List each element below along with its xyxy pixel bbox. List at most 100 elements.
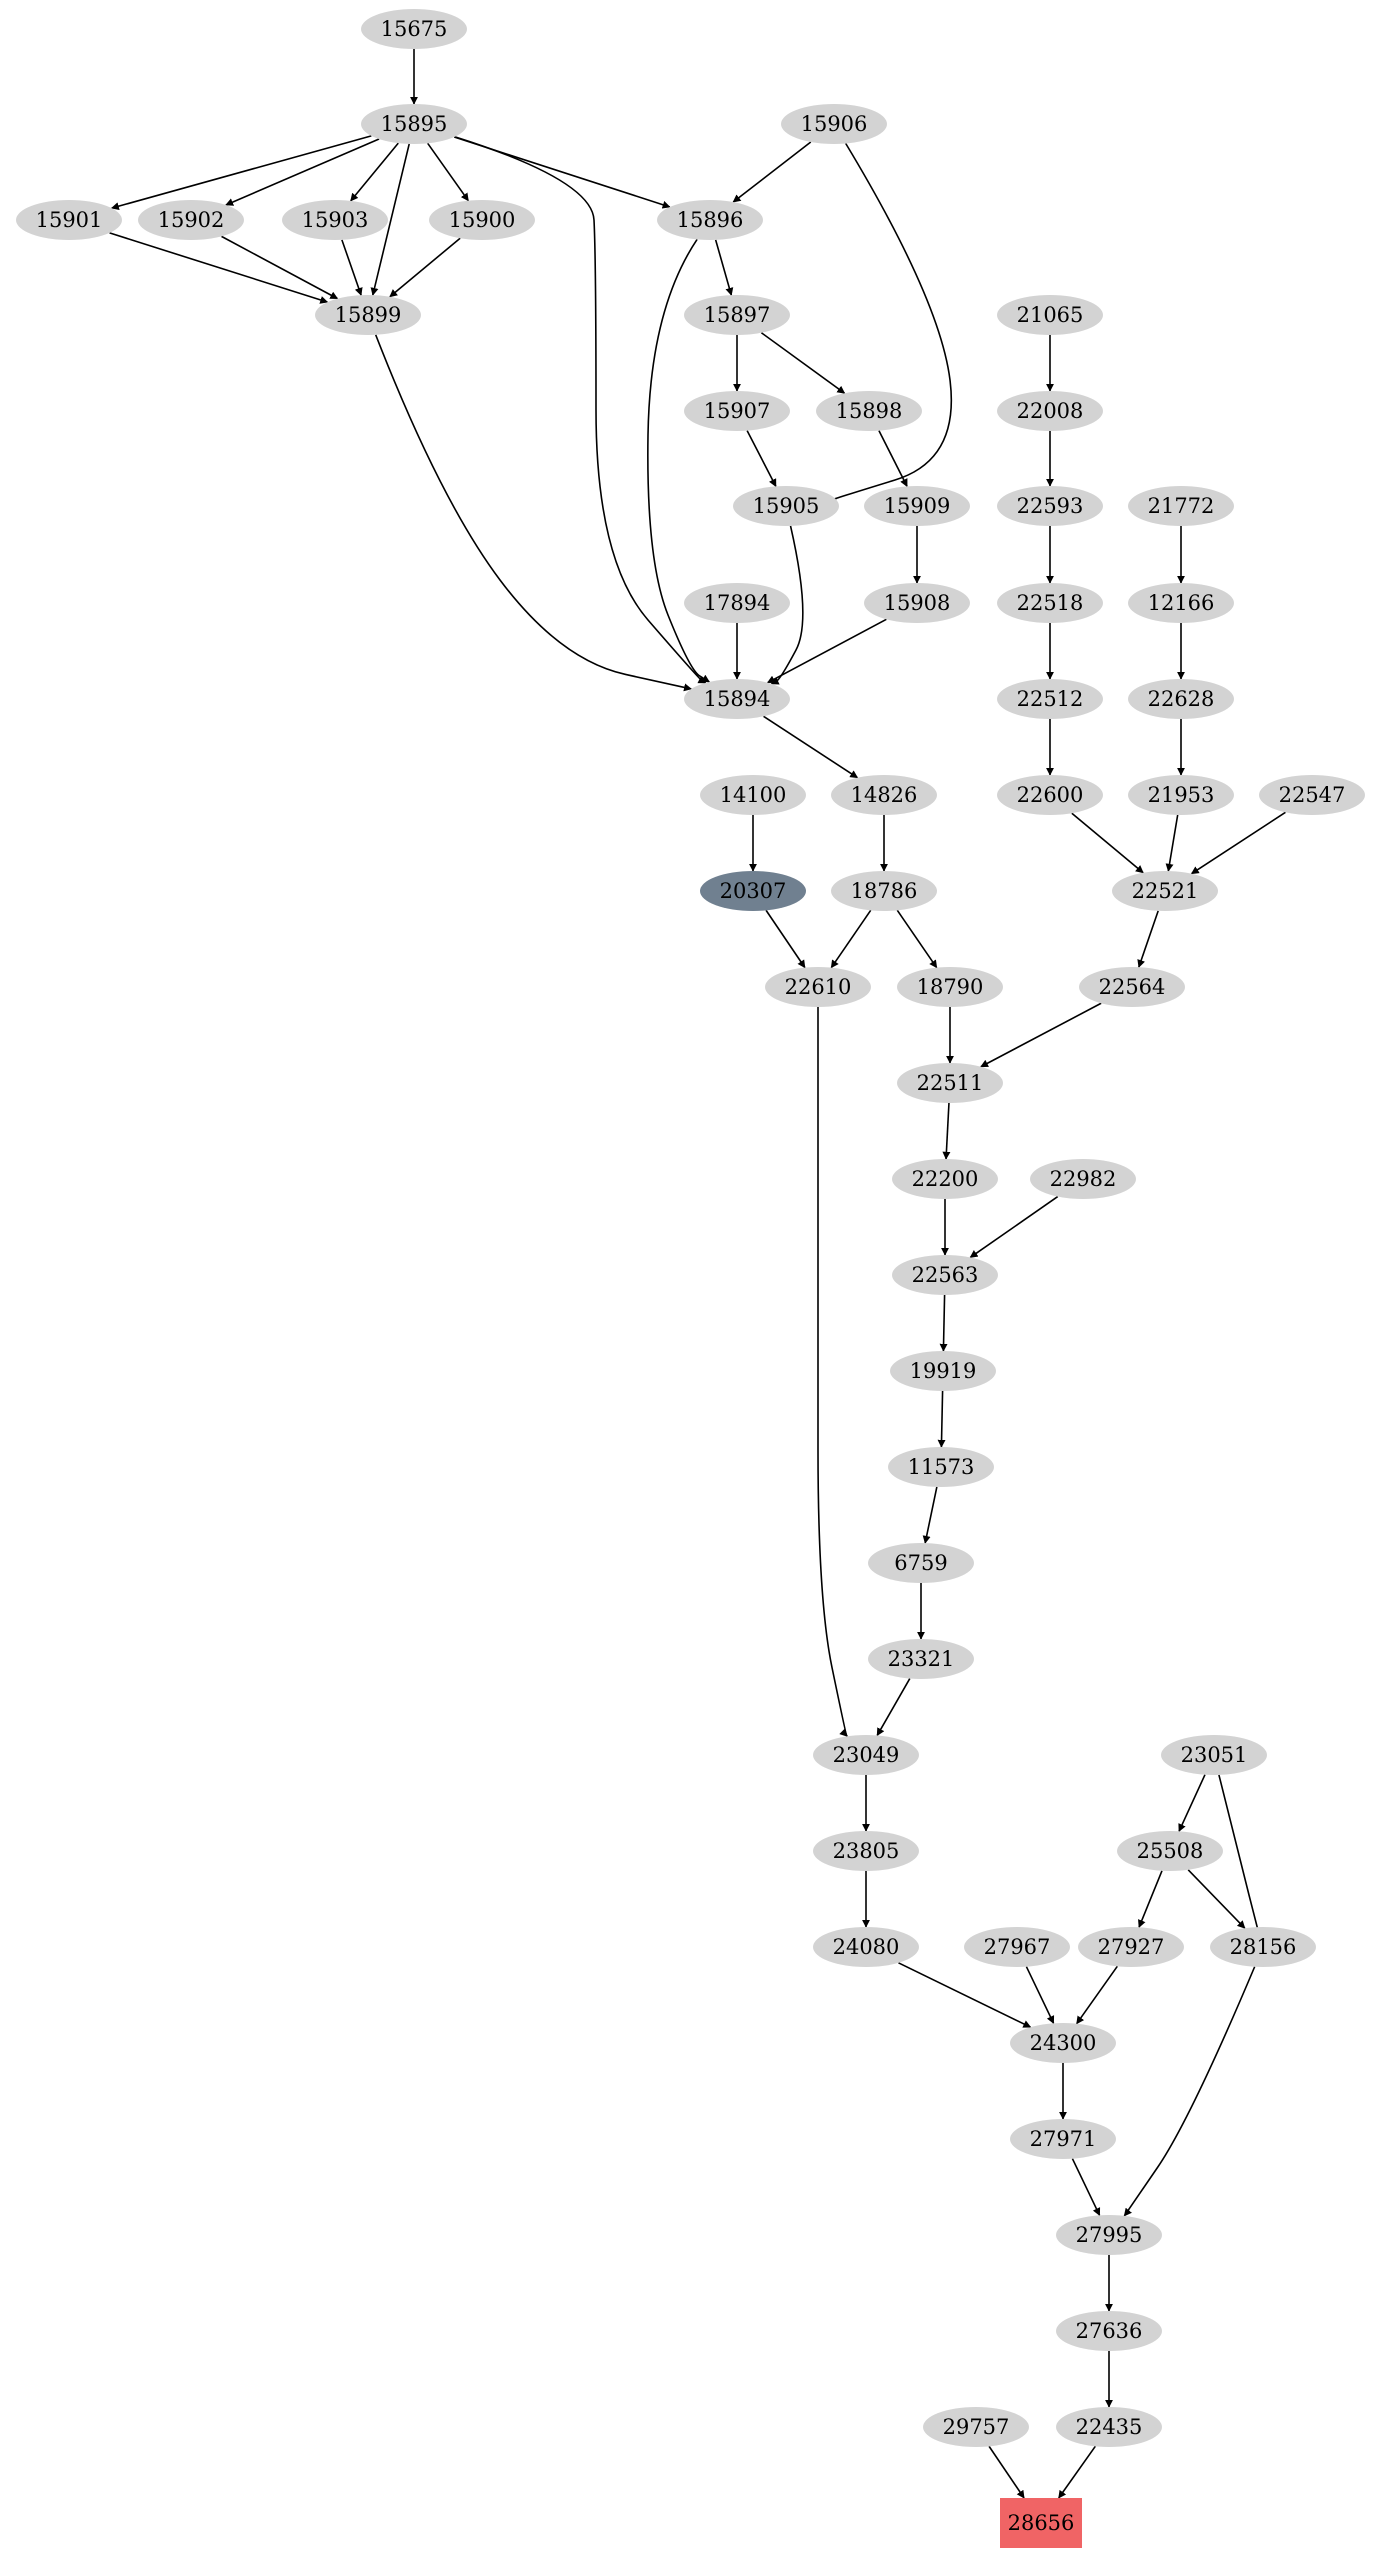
node-ellipse-shape [781,104,887,144]
node-ellipse-shape [1117,1831,1223,1871]
node-22628[interactable]: 22628 [1128,679,1234,719]
node-15894[interactable]: 15894 [684,679,790,719]
node-21772[interactable]: 21772 [1128,486,1234,526]
node-ellipse-shape [657,200,763,240]
node-27967[interactable]: 27967 [964,1927,1070,1967]
node-ellipse-shape [1030,1159,1136,1199]
node-27636[interactable]: 27636 [1056,2311,1162,2351]
edge-15902-to-15899 [221,235,339,300]
node-15895[interactable]: 15895 [361,104,467,144]
node-17894[interactable]: 17894 [684,583,790,623]
edge-23051-to-25508 [1178,1774,1206,1833]
node-box-shape [1000,2498,1082,2548]
node-6759[interactable]: 6759 [868,1543,974,1583]
node-ellipse-shape [1010,2119,1116,2159]
node-label: 22563 [912,1263,979,1287]
node-22518[interactable]: 22518 [997,583,1103,623]
node-22563[interactable]: 22563 [892,1255,998,1295]
node-label: 21772 [1148,494,1215,518]
node-14826[interactable]: 14826 [831,775,937,815]
node-15903[interactable]: 15903 [282,200,388,240]
node-label: 15899 [335,303,402,327]
edge-15906-to-15896 [732,141,812,203]
node-29757[interactable]: 29757 [923,2407,1029,2447]
node-22008[interactable]: 22008 [997,391,1103,431]
node-25508[interactable]: 25508 [1117,1831,1223,1871]
node-15897[interactable]: 15897 [684,295,790,335]
node-24300[interactable]: 24300 [1010,2023,1116,2063]
node-ellipse-shape [282,200,388,240]
edge-22982-to-22563 [969,1195,1059,1259]
node-22200[interactable]: 22200 [892,1159,998,1199]
node-ellipse-shape [1079,967,1185,1007]
node-ellipse-shape [684,295,790,335]
node-22600[interactable]: 22600 [997,775,1103,815]
edge-19919-to-11573 [937,1390,946,1448]
node-22593[interactable]: 22593 [997,486,1103,526]
node-23049[interactable]: 23049 [813,1735,919,1775]
node-19919[interactable]: 19919 [890,1351,996,1391]
node-14100[interactable]: 14100 [700,775,806,815]
node-22521[interactable]: 22521 [1112,871,1218,911]
node-18786[interactable]: 18786 [831,871,937,911]
node-22547[interactable]: 22547 [1259,775,1365,815]
edge-28156-to-27995 [1123,1966,1256,2217]
node-18790[interactable]: 18790 [897,967,1003,1007]
node-15901[interactable]: 15901 [16,200,122,240]
node-23805[interactable]: 23805 [813,1831,919,1871]
node-label: 11573 [908,1455,975,1479]
node-label: 24300 [1030,2031,1097,2055]
node-22564[interactable]: 22564 [1079,967,1185,1007]
node-15896[interactable]: 15896 [657,200,763,240]
node-ellipse-shape [1056,2215,1162,2255]
edge-15903-to-15899 [341,239,363,296]
node-11573[interactable]: 11573 [888,1447,994,1487]
edge-27927-to-24300 [1076,1965,1118,2025]
node-24080[interactable]: 24080 [813,1927,919,1967]
node-22512[interactable]: 22512 [997,679,1103,719]
edge-18786-to-18790 [896,909,938,969]
node-23321[interactable]: 23321 [868,1639,974,1679]
node-21065[interactable]: 21065 [997,295,1103,335]
node-15675[interactable]: 15675 [361,9,467,49]
node-ellipse-shape [892,1255,998,1295]
node-label: 22628 [1148,687,1215,711]
node-15906[interactable]: 15906 [781,104,887,144]
node-label: 15908 [884,591,951,615]
node-22982[interactable]: 22982 [1030,1159,1136,1199]
node-28156[interactable]: 28156 [1210,1927,1316,1967]
node-20307[interactable]: 20307 [700,871,806,911]
node-ellipse-shape [1128,486,1234,526]
node-15900[interactable]: 15900 [429,200,535,240]
node-15909[interactable]: 15909 [864,486,970,526]
node-ellipse-shape [997,391,1103,431]
node-15905[interactable]: 15905 [733,486,839,526]
node-12166[interactable]: 12166 [1128,583,1234,623]
edge-15896-to-15897 [714,239,734,296]
node-27971[interactable]: 27971 [1010,2119,1116,2159]
node-label: 22600 [1017,783,1084,807]
node-label: 22518 [1017,591,1084,615]
node-ellipse-shape [997,295,1103,335]
node-28656[interactable]: 28656 [1000,2498,1082,2548]
node-label: 21065 [1017,303,1084,327]
node-22511[interactable]: 22511 [897,1063,1003,1103]
node-23051[interactable]: 23051 [1161,1735,1267,1775]
node-15902[interactable]: 15902 [138,200,244,240]
node-label: 22435 [1076,2415,1143,2439]
edge-23051-to-28156 [1218,1774,1264,1936]
node-15899[interactable]: 15899 [315,295,421,335]
node-15898[interactable]: 15898 [816,391,922,431]
node-27927[interactable]: 27927 [1078,1927,1184,1967]
node-ellipse-shape [315,295,421,335]
node-21953[interactable]: 21953 [1128,775,1234,815]
edge-15896-to-15894 [647,238,711,683]
node-22610[interactable]: 22610 [765,967,871,1007]
node-22435[interactable]: 22435 [1056,2407,1162,2447]
node-label: 24080 [833,1935,900,1959]
node-27995[interactable]: 27995 [1056,2215,1162,2255]
node-label: 14826 [851,783,918,807]
node-15908[interactable]: 15908 [864,583,970,623]
node-15907[interactable]: 15907 [684,391,790,431]
